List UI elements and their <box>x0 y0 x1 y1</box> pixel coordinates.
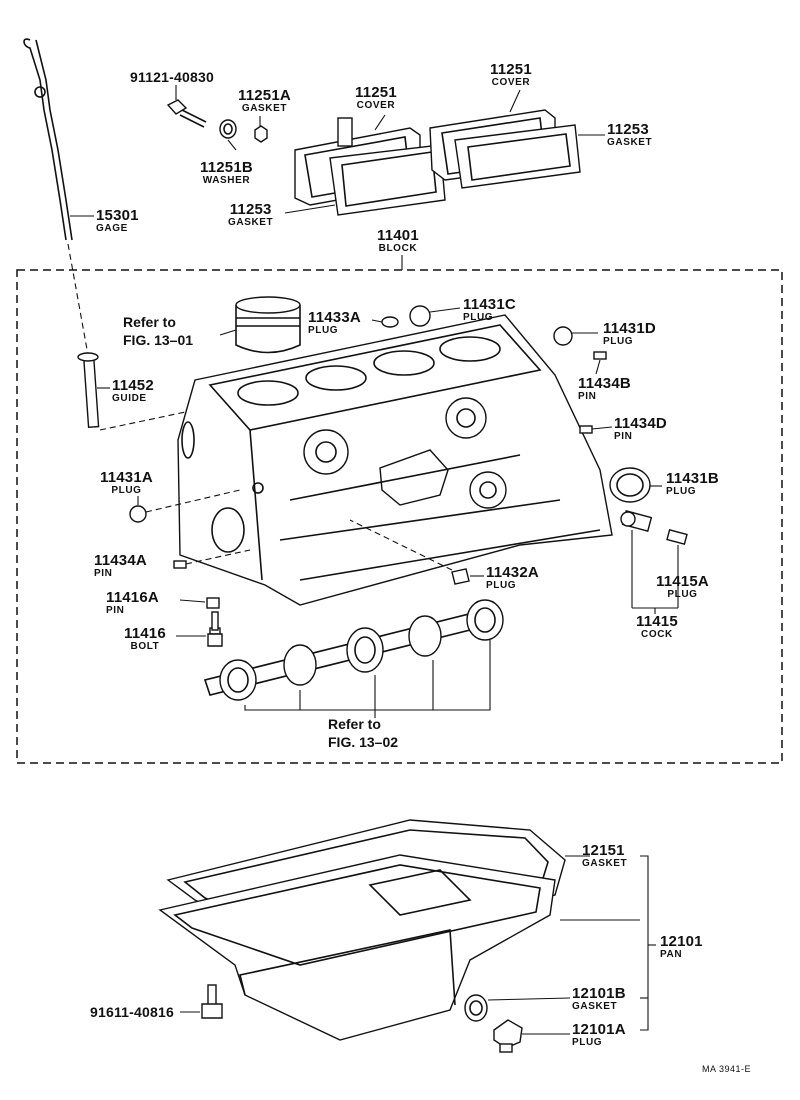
plug-11431A <box>129 505 147 523</box>
label-15301: 15301 GAGE <box>96 207 139 234</box>
label-11251-cover-2: 11251 COVER <box>490 61 532 88</box>
camshaft <box>203 599 504 701</box>
drawing-code: MA 3941-E <box>702 1064 752 1074</box>
label-11253-gasket-2: 11253 GASKET <box>228 201 274 228</box>
label-11415A: 11415A PLUG <box>656 573 709 600</box>
label-11452: 11452 GUIDE <box>112 377 154 404</box>
bolt-11416 <box>207 611 223 647</box>
gasket-11251A <box>219 119 237 139</box>
pin-11434D <box>579 425 593 434</box>
piston-ref <box>235 296 301 354</box>
plug-11432A <box>451 568 470 585</box>
label-91121: 91121-40830 <box>130 69 214 85</box>
label-11415: 11415 COCK <box>636 613 678 640</box>
label-12101: 12101 PAN <box>660 933 703 960</box>
label-11434A: 11434A PIN <box>94 552 147 579</box>
ref-fig-13-01: Refer to FIG. 13–01 <box>123 314 194 348</box>
label-11416: 11416 BOLT <box>124 625 166 652</box>
gasket-12101B <box>464 994 488 1022</box>
washer-11251B <box>254 125 268 143</box>
cylinder-block <box>177 314 613 606</box>
label-11251B: 11251B WASHER <box>200 159 253 186</box>
dipstick-gage <box>23 38 73 241</box>
bolt-91121 <box>166 99 207 128</box>
plug-11431B <box>609 467 651 503</box>
label-11416A: 11416A PIN <box>106 589 159 616</box>
label-12151: 12151 GASKET <box>582 842 628 869</box>
pin-11416A <box>206 597 220 609</box>
bolt-91611 <box>201 984 223 1019</box>
plug-11431D <box>553 326 573 346</box>
label-91611: 91611-40816 <box>90 1004 174 1020</box>
label-11251A: 11251A GASKET <box>238 87 291 114</box>
side-covers <box>294 109 581 216</box>
label-11401: 11401 BLOCK <box>377 227 419 254</box>
pin-11434A <box>173 560 187 569</box>
plug-11431C <box>409 305 431 327</box>
label-11434D: 11434D PIN <box>614 415 667 442</box>
label-11431C: 11431C PLUG <box>463 296 516 323</box>
label-11431D: 11431D PLUG <box>603 320 656 347</box>
plug-11433A <box>381 316 399 328</box>
oil-pan <box>158 854 556 1041</box>
label-11431B: 11431B PLUG <box>666 470 719 497</box>
label-11432A: 11432A PLUG <box>486 564 539 591</box>
label-11431A: 11431A PLUG <box>100 469 153 496</box>
block-assembly-frame <box>16 269 783 764</box>
label-12101B: 12101B GASKET <box>572 985 626 1012</box>
ref-fig-13-02: Refer to FIG. 13–02 <box>328 716 399 750</box>
plug-11415A <box>666 528 688 546</box>
label-11253-gasket-1: 11253 GASKET <box>607 121 653 148</box>
guide-tube <box>77 352 100 429</box>
label-11434B: 11434B PIN <box>578 375 631 402</box>
label-11433A: 11433A PLUG <box>308 309 361 336</box>
pin-11434B <box>593 351 607 360</box>
drain-plug-12101A <box>493 1019 523 1053</box>
label-12101A: 12101A PLUG <box>572 1021 626 1048</box>
label-11251-cover-1: 11251 COVER <box>355 84 397 111</box>
drain-cock-11415 <box>620 510 653 532</box>
